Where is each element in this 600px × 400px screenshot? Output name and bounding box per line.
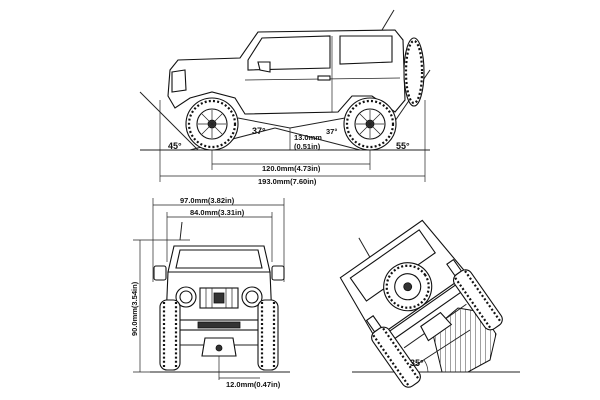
axle-clearance-label: 12.0mm(0.47in): [226, 380, 281, 389]
approach-angle-label: 45°: [168, 141, 182, 151]
overall-width-label: 97.0mm(3.82in): [180, 196, 235, 205]
wheelbase-label: 120.0mm(4.73in): [262, 164, 321, 173]
tilt-angle-arc: [423, 359, 429, 373]
spare-tire-side: [403, 37, 425, 107]
ground-clearance-in-label: (0.51in): [294, 142, 321, 151]
side-tilt-angle-label: 35°: [410, 358, 424, 368]
rear-left-wheel: [371, 326, 421, 388]
emblem: [213, 292, 225, 304]
departure-angle-label: 55°: [396, 141, 410, 151]
rear-right-wheel: [452, 269, 503, 331]
ground-clearance-label: 13.0mm: [294, 133, 322, 142]
breakover-angle-rear-label: 37°: [326, 127, 337, 136]
side-view: 45° 37° 37° 55° 13.0mm (0.51in) 120.0mm(…: [139, 9, 431, 186]
breakover-angle-front-label: 37°: [252, 126, 266, 136]
track-width-label: 84.0mm(3.31in): [190, 208, 245, 217]
overall-length-label: 193.0mm(7.60in): [258, 177, 317, 186]
overall-height-label: 90.0mm(3.54in): [130, 281, 139, 336]
side-window-rear: [339, 35, 393, 65]
breakover-line-rear: [274, 127, 361, 151]
door-handle: [317, 75, 331, 81]
front-view: 97.0mm(3.82in) 84.0mm(3.31in) 90.0mm(3.5…: [130, 196, 290, 389]
rear-tilted-view: 35°: [339, 219, 520, 388]
approach-line: [139, 91, 199, 151]
